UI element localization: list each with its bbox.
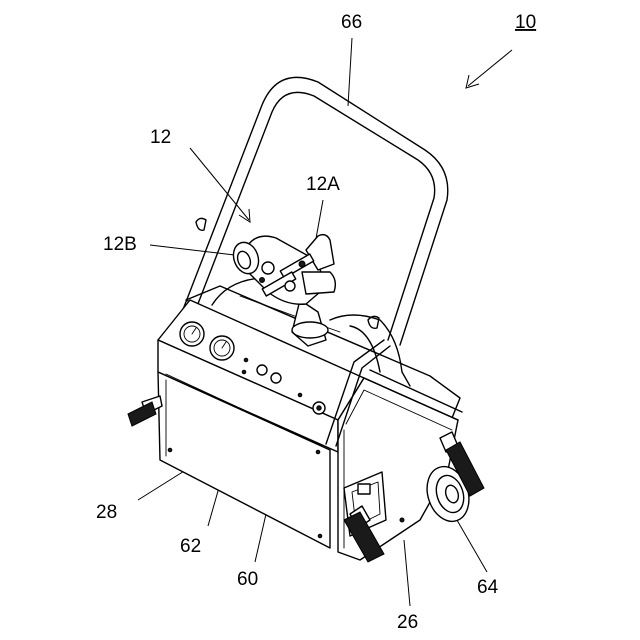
label-10: 10 — [515, 12, 536, 33]
label-64: 64 — [477, 577, 499, 598]
label-28: 28 — [96, 502, 117, 523]
label-12a: 12A — [306, 174, 340, 195]
handle-frame-66 — [172, 77, 448, 345]
label-62: 62 — [180, 536, 201, 557]
label-12: 12 — [150, 127, 171, 148]
label-60: 60 — [237, 569, 258, 590]
label-12b: 12B — [103, 234, 137, 255]
label-26: 26 — [397, 612, 418, 633]
label-66: 66 — [341, 12, 362, 33]
